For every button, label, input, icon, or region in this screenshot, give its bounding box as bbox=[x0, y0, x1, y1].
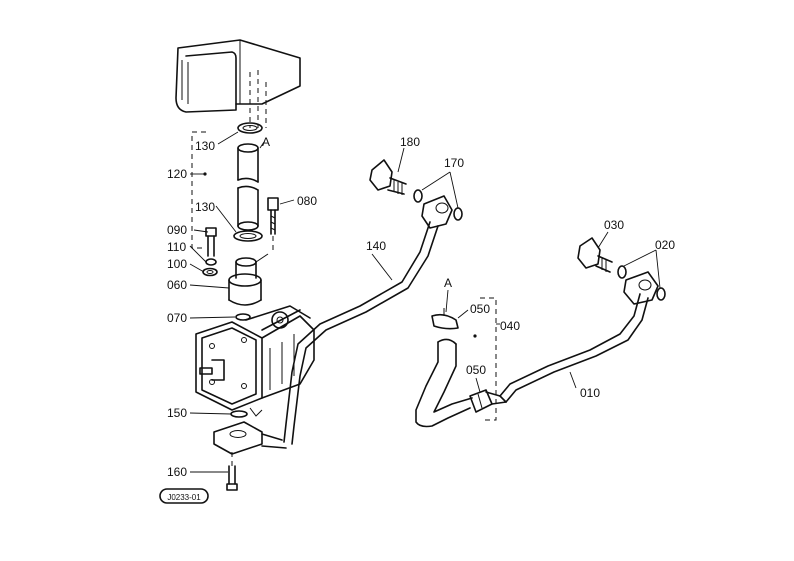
callout-110: 110 bbox=[167, 240, 186, 254]
o-ring-150 bbox=[230, 410, 248, 418]
callout-A-right: A bbox=[444, 276, 452, 290]
callout-160: 160 bbox=[167, 465, 187, 479]
callout-130-top: 130 bbox=[195, 139, 215, 153]
callout-120: 120 bbox=[167, 167, 187, 181]
callout-A-left: A bbox=[262, 135, 270, 149]
pipe-140 bbox=[283, 221, 439, 445]
callout-080: 080 bbox=[297, 194, 317, 208]
callout-020: 020 bbox=[655, 238, 675, 252]
pipe-010 bbox=[499, 293, 649, 403]
callout-030: 030 bbox=[604, 218, 624, 232]
leader-lines bbox=[189, 131, 661, 473]
o-ring-070 bbox=[235, 313, 251, 321]
callout-050-bottom: 050 bbox=[466, 363, 486, 377]
banjo-bolt-180 bbox=[369, 159, 407, 195]
elbow-fitting-010 bbox=[623, 271, 659, 305]
elbow-fitting-140 bbox=[421, 195, 453, 229]
callout-140: 140 bbox=[366, 239, 386, 253]
fitting-060 bbox=[228, 253, 269, 306]
callout-070: 070 bbox=[167, 311, 187, 325]
banjo-fitting bbox=[213, 421, 287, 455]
washer-170-a bbox=[413, 189, 423, 203]
drawing-number: J0233-01 bbox=[167, 493, 201, 502]
hose-assembly-040 bbox=[415, 297, 507, 428]
callout-050-top: 050 bbox=[470, 302, 490, 316]
bolt-080 bbox=[267, 197, 279, 254]
callout-150: 150 bbox=[167, 406, 187, 420]
callout-060: 060 bbox=[167, 278, 187, 292]
callout-040: 040 bbox=[500, 319, 520, 333]
callout-130-lower: 130 bbox=[195, 200, 215, 214]
bolt-090 bbox=[202, 227, 218, 277]
hose-assembly-120 bbox=[191, 122, 263, 249]
washer-020-b bbox=[656, 287, 666, 301]
washer-020-a bbox=[617, 265, 627, 279]
callout-labels: 180 170 130 A 120 130 080 090 110 100 06… bbox=[167, 135, 675, 479]
drawing-number-stamp: J0233-01 bbox=[159, 488, 209, 504]
callout-100: 100 bbox=[167, 257, 187, 271]
banjo-bolt-030 bbox=[577, 237, 613, 273]
callout-090: 090 bbox=[167, 223, 187, 237]
callout-010: 010 bbox=[580, 386, 600, 400]
hydraulic-pump bbox=[195, 305, 315, 417]
callout-180: 180 bbox=[400, 135, 420, 149]
callout-170: 170 bbox=[444, 156, 464, 170]
washer-170-b bbox=[453, 207, 463, 221]
tank-housing bbox=[175, 39, 301, 128]
bolt-160 bbox=[226, 452, 238, 491]
